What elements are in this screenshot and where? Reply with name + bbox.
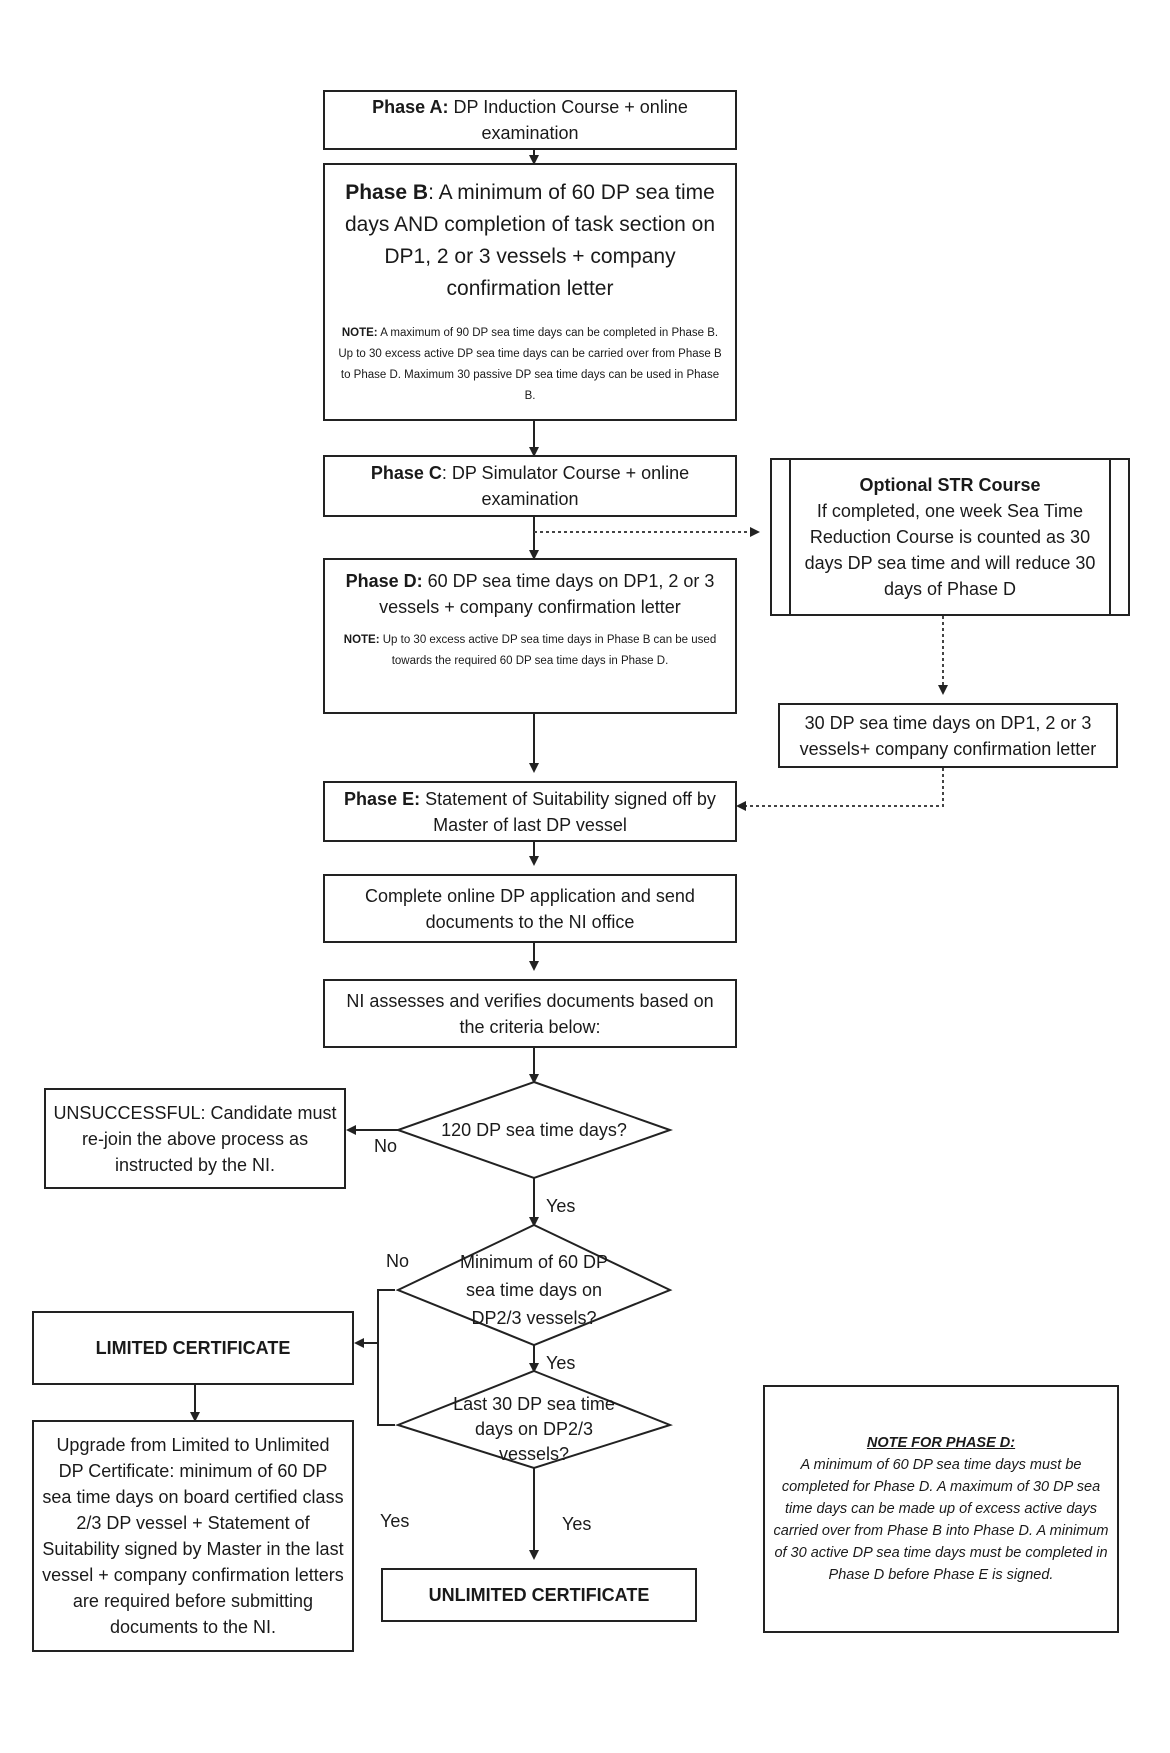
limited-certificate-box: LIMITED CERTIFICATE [32,1311,354,1385]
label-yes-last30-left: Yes [380,1511,410,1531]
phase-c-box: Phase C: DP Simulator Course + online ex… [323,455,737,517]
optional-str-title: Optional STR Course [859,475,1041,495]
decision-60-shape [395,1223,673,1347]
decision-last30-text: Last 30 DP sea time days on DP2/3 vessel… [453,1394,615,1464]
phase-d-note-text: Up to 30 excess active DP sea time days … [379,634,717,667]
decision-last30-shape [395,1369,673,1470]
phase-c-lead: Phase C [370,463,442,483]
apply-box: Complete online DP application and send … [323,874,737,943]
phase-c-text: : DP Simulator Course + online examinati… [441,463,690,509]
label-yes-last30: Yes [562,1514,592,1534]
assess-text: NI assesses and verifies documents based… [346,990,714,1037]
phase-b-box: Phase B: A minimum of 60 DP sea time day… [323,163,737,421]
dotted-30-to-e [736,768,944,811]
label-no-120: No [374,1136,398,1156]
phase-d-note-lead: NOTE: [343,634,380,646]
line-d60-no [354,1289,395,1348]
phase-b-note-lead: NOTE: [341,327,378,339]
note-phase-d-text: A minimum of 60 DP sea time days must be… [773,1457,1109,1583]
phase-a-box: Phase A: DP Induction Course + online ex… [323,90,737,150]
str-30-days-box: 30 DP sea time days on DP1, 2 or 3 vesse… [778,703,1118,768]
decision-120-shape [394,1080,674,1180]
label-yes-60: Yes [546,1353,576,1373]
str-30-days-text: 30 DP sea time days on DP1, 2 or 3 vesse… [799,712,1097,759]
note-phase-d-title: NOTE FOR PHASE D: [866,1435,1016,1451]
phase-b-lead: Phase B [345,181,429,204]
apply-text: Complete online DP application and send … [365,885,695,932]
limited-certificate-text: LIMITED CERTIFICATE [95,1338,291,1358]
phase-e-lead: Phase E: [344,788,421,809]
upgrade-text: Upgrade from Limited to Unlimited DP Cer… [42,1435,344,1637]
unsuccessful-box: UNSUCCESSFUL: Candidate must re-join the… [44,1088,346,1189]
phase-d-text: 60 DP sea time days on DP1, 2 or 3 vesse… [379,571,715,617]
phase-b-note-text: A maximum of 90 DP sea time days can be … [338,327,722,402]
label-no-60: No [386,1251,410,1271]
decision-60-text: Minimum of 60 DP sea time days on DP2/3 … [459,1252,609,1328]
decision-120-text: 120 DP sea time days? [441,1120,627,1140]
phase-e-box: Phase E: Statement of Suitability signed… [323,781,737,842]
label-yes-120: Yes [546,1196,576,1216]
str-box-left-rule [789,460,791,614]
unlimited-certificate-box: UNLIMITED CERTIFICATE [381,1568,697,1622]
optional-str-text: If completed, one week Sea Time Reductio… [804,501,1096,599]
line-last30-no [377,1343,395,1426]
phase-a-text: DP Induction Course + online examination [448,97,688,143]
phase-d-box: Phase D: 60 DP sea time days on DP1, 2 o… [323,558,737,714]
phase-b-text: : A minimum of 60 DP sea time days AND c… [344,181,716,300]
unsuccessful-text: UNSUCCESSFUL: Candidate must re-join the… [53,1102,337,1175]
assess-box: NI assesses and verifies documents based… [323,979,737,1048]
phase-a-lead: Phase A: [372,97,449,117]
note-phase-d-box: NOTE FOR PHASE D: A minimum of 60 DP sea… [763,1385,1119,1633]
unlimited-certificate-text: UNLIMITED CERTIFICATE [428,1585,650,1605]
str-box-right-rule [1109,460,1111,614]
phase-d-lead: Phase D: [345,571,423,591]
phase-e-text: Statement of Suitability signed off by M… [420,788,716,835]
upgrade-box: Upgrade from Limited to Unlimited DP Cer… [32,1420,354,1652]
optional-str-box: Optional STR Course If completed, one we… [770,458,1130,616]
